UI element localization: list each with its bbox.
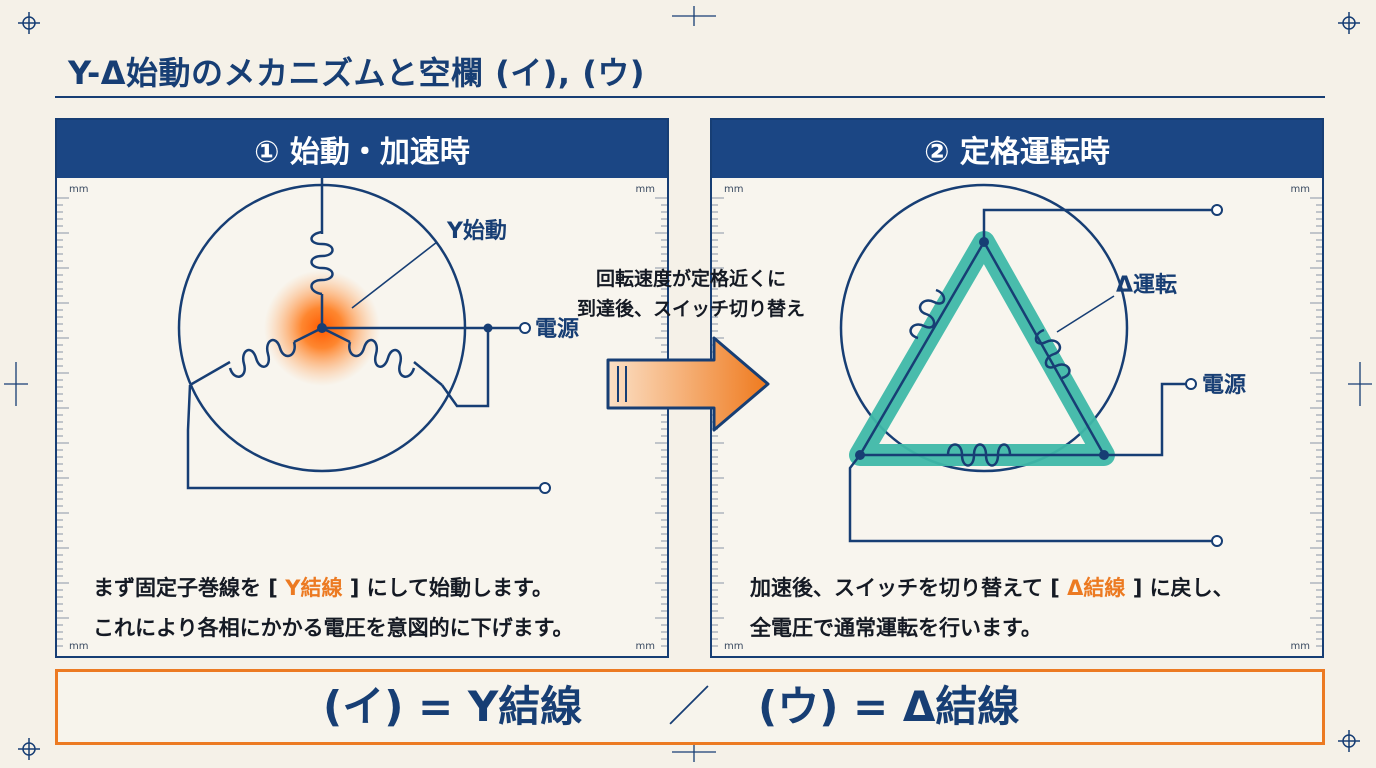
panel-description: 加速後、スイッチを切り替えて [ Δ結線 ] に戻し、 全電圧で通常運転を行いま… [750, 576, 1234, 640]
answer-box: (イ) = Y結線 ／ (ウ) = Δ結線 [55, 669, 1325, 745]
highlight-delta-connection: Δ結線 [1067, 576, 1126, 600]
terminal [539, 482, 551, 494]
panel-header: ① 始動・加速時 [57, 120, 667, 178]
panel-rated-operation: ② 定格運転時 Δ運転 電源 mm mm mm mm 加速後、スイッチを切り替え… [710, 118, 1324, 658]
delta-highlight [849, 231, 1115, 466]
title-divider [55, 96, 1325, 98]
lead-wire [320, 178, 324, 210]
ruler-unit-label: mm [1290, 641, 1310, 652]
lead-wire [982, 208, 1212, 242]
panel-description: まず固定子巻線を [ Y結線 ] にして始動します。 これにより各相にかかる電圧… [93, 576, 574, 640]
page-title: Y-Δ始動のメカニズムと空欄 (イ), (ウ) [68, 54, 645, 92]
winding-coil [310, 230, 334, 296]
answer-u: (ウ) = Δ結線 [758, 682, 1020, 731]
panel-header: ② 定格運転時 [712, 120, 1322, 178]
terminal [1185, 378, 1197, 390]
delta-connection-diagram: Δ運転 電源 [712, 183, 1322, 647]
registration-mark-icon [1338, 730, 1360, 752]
ruler-unit-label: mm [69, 641, 89, 652]
y-start-label: Y始動 [446, 218, 507, 244]
panel-start-acceleration: ① 始動・加速時 [55, 118, 669, 658]
y-connection-diagram: Y始動 電源 [57, 178, 667, 647]
crosshair-mark-icon [4, 362, 28, 406]
power-label: 電源 [1202, 373, 1246, 398]
ruler-unit-label: mm [635, 641, 655, 652]
highlight-y-connection: Y結線 [285, 576, 343, 600]
crosshair-mark-icon [1348, 362, 1372, 406]
crosshair-mark-icon [672, 6, 716, 26]
crosshair-mark-icon [672, 742, 716, 762]
terminal [1211, 535, 1223, 547]
winding-coil [946, 443, 1012, 467]
registration-mark-icon [1338, 12, 1360, 34]
lead-wire [186, 384, 540, 490]
delta-loop [857, 239, 1107, 457]
power-label: 電源 [535, 317, 579, 342]
answer-separator: ／ [668, 682, 711, 731]
lead-wire [1104, 382, 1186, 457]
ruler-unit-label: mm [724, 641, 744, 652]
registration-mark-icon [18, 12, 40, 34]
ruler-unit-label: mm [69, 184, 89, 195]
winding-coil [348, 338, 416, 378]
delta-run-label: Δ運転 [1116, 272, 1177, 298]
terminal [1211, 204, 1223, 216]
terminal [519, 322, 531, 334]
lead-wire [848, 454, 1212, 543]
ruler-unit-label: mm [724, 184, 744, 195]
winding-coil [228, 338, 296, 378]
answer-i: (イ) = Y結線 [323, 682, 583, 731]
transition-arrow-icon [606, 336, 770, 432]
stator-circle [839, 183, 1129, 473]
winding-coil [909, 288, 946, 340]
registration-mark-icon [18, 738, 40, 760]
transition-caption: 回転速度が定格近くに 到達後、スイッチ切り替え [576, 268, 805, 320]
ruler-unit-label: mm [635, 184, 655, 195]
winding-coil [1034, 328, 1071, 380]
ruler-unit-label: mm [1290, 184, 1310, 195]
